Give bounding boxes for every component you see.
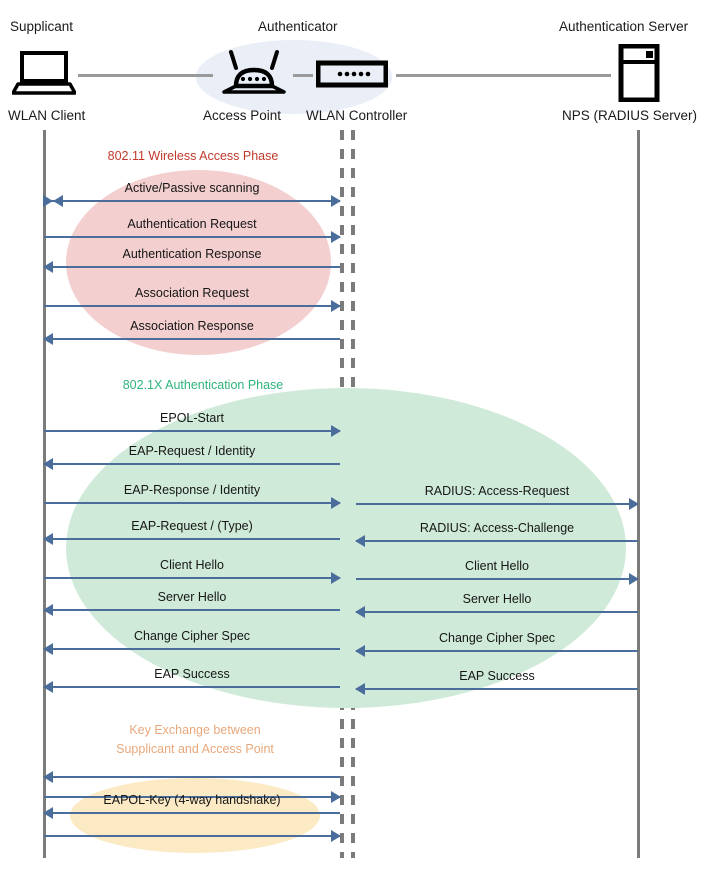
message-label: EAP Success — [459, 669, 535, 683]
arrow-head-left — [43, 261, 53, 273]
arrow-head-right — [629, 573, 639, 585]
arrow-head-left — [43, 681, 53, 693]
message-label: RADIUS: Access-Challenge — [419, 521, 575, 535]
message-label: Client Hello — [465, 559, 529, 573]
role-label-authenticator: Authenticator — [258, 19, 338, 34]
arrow-head-right — [331, 195, 341, 207]
arrow-shaft — [44, 338, 340, 340]
message-label: Server Hello — [157, 590, 227, 604]
node-caption-wlan-client: WLAN Client — [8, 108, 86, 123]
wlan-controller-icon — [315, 60, 389, 93]
arrow-head-right — [629, 498, 639, 510]
arrow-head-left — [355, 606, 365, 618]
phase-title-key-exchange-line2: Supplicant and Access Point — [116, 742, 274, 756]
arrow-shaft — [356, 650, 638, 652]
message-label: Server Hello — [462, 592, 532, 606]
arrow-head-right — [331, 830, 341, 842]
phase-ellipse-key-exchange — [70, 778, 320, 853]
message-label: EAP-Request / Identity — [128, 444, 256, 458]
arrow-head-left — [355, 535, 365, 547]
arrow-shaft — [44, 686, 340, 688]
arrow-head-left — [43, 333, 53, 345]
node-caption-nps-radius-server: NPS (RADIUS Server) — [562, 108, 698, 123]
link-controller-to-server — [396, 74, 611, 77]
arrow-shaft — [44, 776, 340, 778]
arrow-head-left — [355, 683, 365, 695]
lifeline-authentication-server — [637, 130, 640, 858]
arrow-head-left — [43, 195, 63, 207]
arrow-head-left — [43, 771, 53, 783]
arrow-head-right — [331, 231, 341, 243]
arrow-shaft — [44, 538, 340, 540]
arrow-shaft — [44, 577, 340, 579]
role-label-supplicant: Supplicant — [10, 19, 74, 34]
message-label: Active/Passive scanning — [124, 181, 260, 195]
node-caption-access-point: Access Point — [203, 108, 282, 123]
arrow-shaft — [44, 266, 340, 268]
arrow-shaft — [44, 812, 340, 814]
arrow-shaft — [356, 611, 638, 613]
phase-title-wireless-access: 802.11 Wireless Access Phase — [107, 149, 279, 163]
arrow-head-right — [331, 791, 341, 803]
message-label: EAPOL-Key (4-way handshake) — [103, 793, 281, 807]
message-label: Association Request — [135, 286, 249, 300]
authenticator-group-blob — [196, 40, 392, 114]
server-icon — [618, 43, 660, 107]
arrow-shaft — [44, 236, 340, 238]
phase-title-key-exchange-line1: Key Exchange between — [129, 723, 261, 737]
arrow-shaft — [356, 688, 638, 690]
arrow-head-left — [43, 807, 53, 819]
arrow-head-right — [331, 300, 341, 312]
access-point-icon — [216, 48, 292, 101]
arrow-head-left — [43, 604, 53, 616]
message-label: RADIUS: Access-Request — [424, 484, 570, 498]
arrow-shaft — [44, 835, 340, 837]
arrow-head-left — [43, 533, 53, 545]
arrow-shaft — [356, 503, 638, 505]
laptop-icon — [11, 50, 77, 101]
arrow-head-left — [43, 458, 53, 470]
arrow-shaft — [44, 502, 340, 504]
arrow-shaft — [44, 463, 340, 465]
link-client-to-ap — [78, 74, 213, 77]
arrow-shaft — [44, 200, 340, 202]
node-caption-wlan-controller: WLAN Controller — [306, 108, 408, 123]
arrow-shaft — [356, 540, 638, 542]
message-label: EAP-Response / Identity — [123, 483, 261, 497]
phase-title-dot1x-auth: 802.1X Authentication Phase — [122, 378, 284, 392]
arrow-shaft — [356, 578, 638, 580]
arrow-shaft — [44, 430, 340, 432]
arrow-shaft — [44, 648, 340, 650]
role-label-authentication-server: Authentication Server — [559, 19, 689, 34]
phase-ellipse-dot1x-auth — [66, 388, 626, 708]
message-label: Authentication Response — [122, 247, 262, 261]
message-label: Change Cipher Spec — [133, 629, 251, 643]
arrow-head-left — [43, 643, 53, 655]
link-ap-to-controller — [293, 74, 313, 77]
arrow-head-right — [331, 572, 341, 584]
arrow-shaft — [44, 305, 340, 307]
message-label: EPOL-Start — [160, 411, 224, 425]
message-label: EAP Success — [154, 667, 230, 681]
arrow-head-right — [331, 497, 341, 509]
arrow-head-right — [331, 425, 341, 437]
arrow-head-left — [355, 645, 365, 657]
message-label: EAP-Request / (Type) — [131, 519, 253, 533]
message-label: Client Hello — [160, 558, 224, 572]
message-label: Association Response — [130, 319, 254, 333]
message-label: Change Cipher Spec — [438, 631, 556, 645]
lifeline-supplicant — [43, 130, 46, 858]
message-label: Authentication Request — [127, 217, 257, 231]
arrow-shaft — [44, 609, 340, 611]
arrow-shaft — [44, 796, 340, 798]
